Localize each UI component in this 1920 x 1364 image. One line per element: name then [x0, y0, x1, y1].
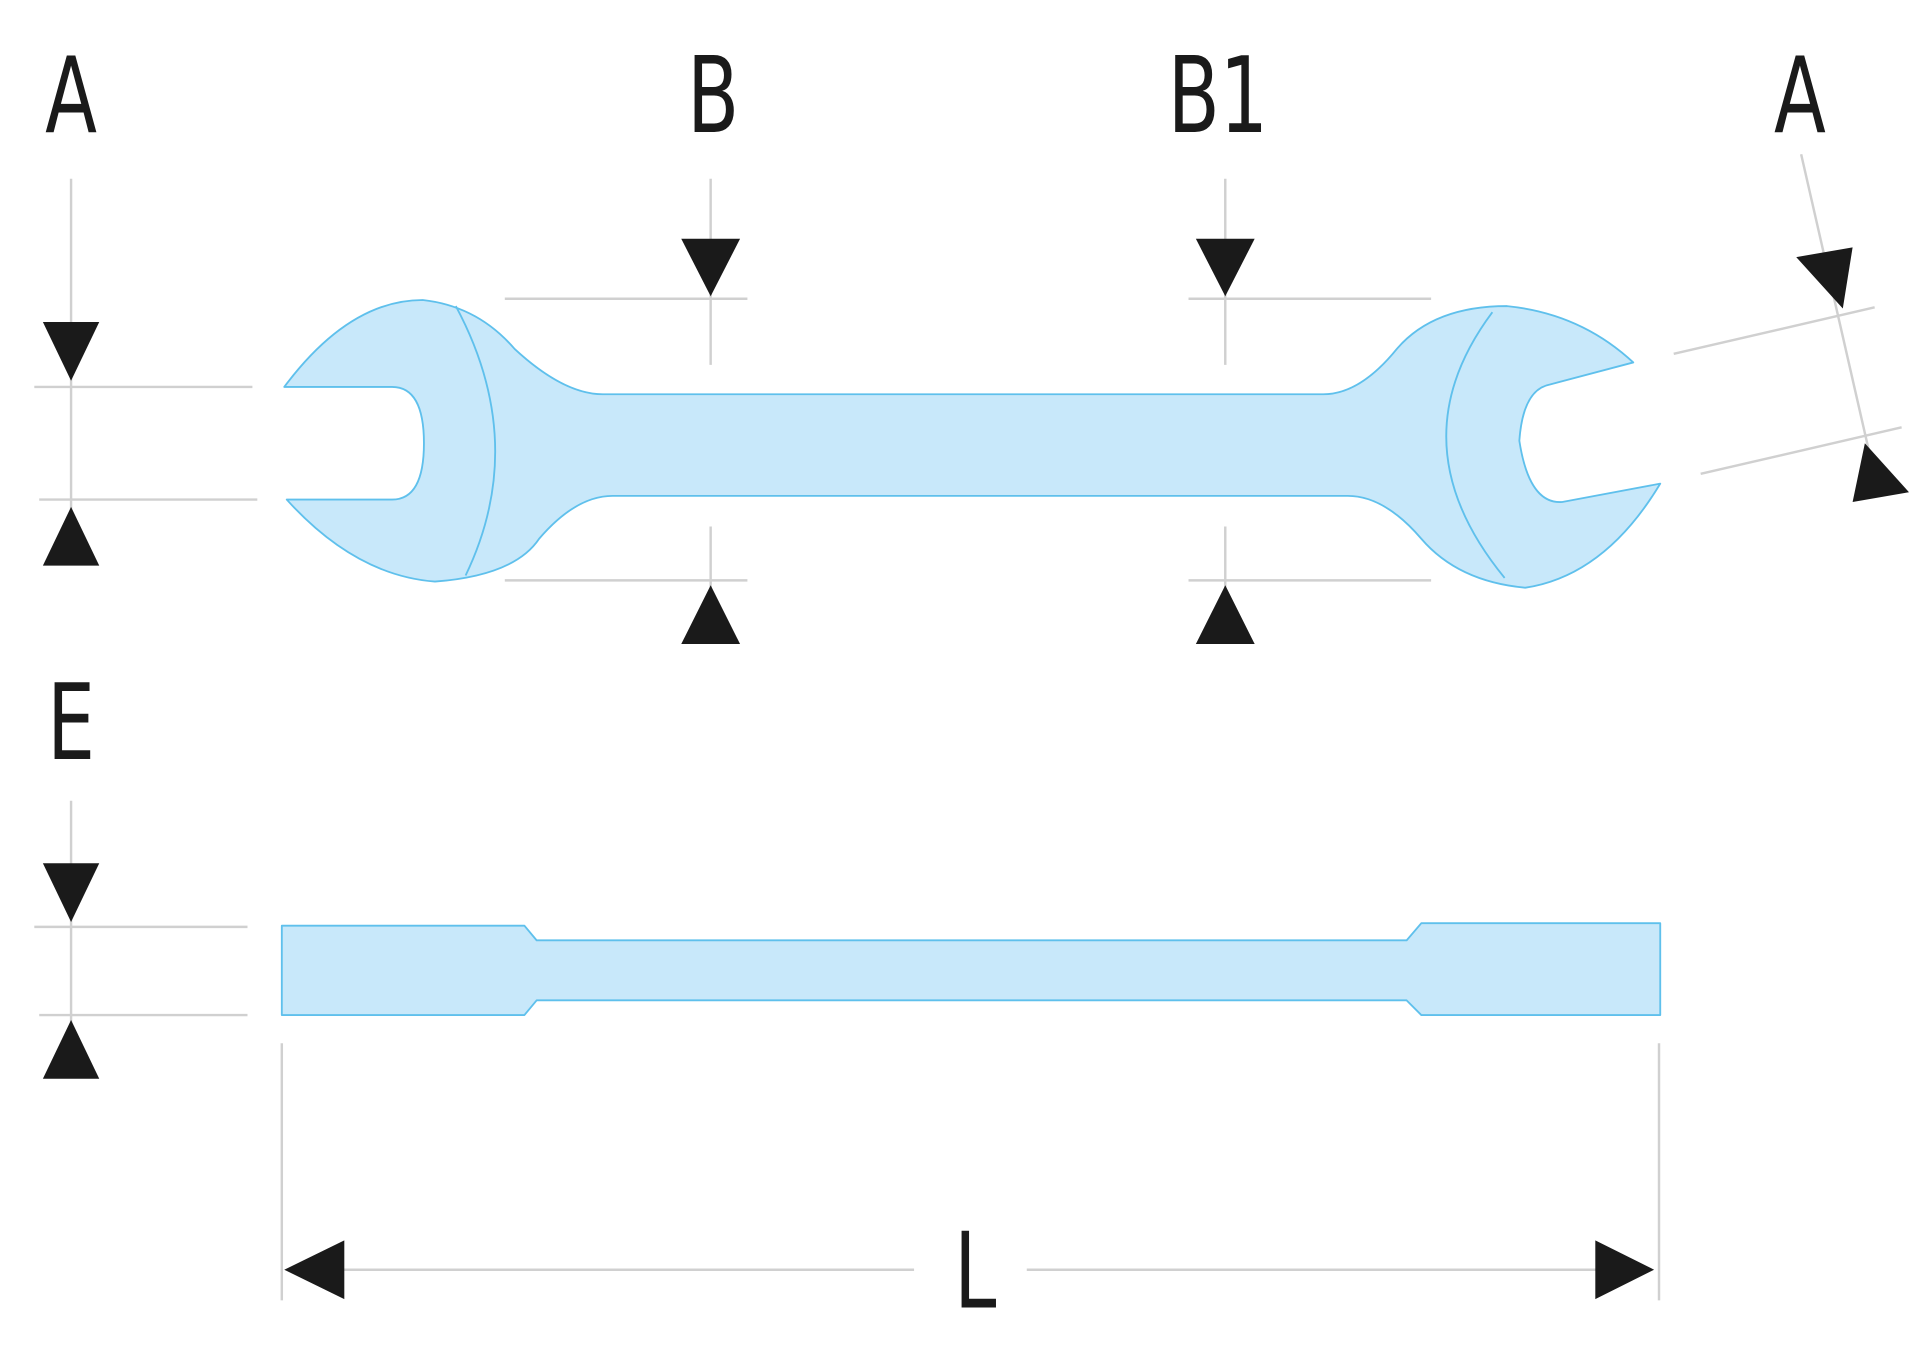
- a-right-extension-top: [1673, 306, 1875, 356]
- arrowheads: [42, 238, 1909, 1300]
- wrench-top-view: [283, 299, 1662, 589]
- wrench-right-head-contour: [1445, 311, 1506, 579]
- a-left-arrow-up-icon: [42, 506, 100, 566]
- dimension-labels: A B B1 A E L: [45, 35, 1826, 1333]
- a-right-dimension-line: [1799, 154, 1874, 466]
- label-a-left: A: [45, 35, 97, 158]
- wrench-top-body: [283, 299, 1662, 589]
- a-right-arrow-down-icon: [1796, 247, 1853, 309]
- label-b: B: [687, 35, 739, 158]
- wrench-left-head-contour: [454, 305, 497, 576]
- a-left-arrow-down-icon: [42, 322, 100, 381]
- extension-lines: [34, 154, 1902, 1301]
- b-arrow-down-icon: [681, 238, 741, 297]
- wrench-side-body: [280, 922, 1662, 1016]
- l-arrow-right-icon: [1595, 1240, 1655, 1300]
- a-right-extension-bottom: [1700, 426, 1902, 476]
- a-right-arrow-up-icon: [1852, 443, 1909, 503]
- label-a-right: A: [1774, 35, 1826, 158]
- wrench-side-view: [280, 922, 1662, 1016]
- label-b1: B1: [1168, 35, 1268, 158]
- e-arrow-up-icon: [42, 1019, 100, 1079]
- label-l: L: [954, 1210, 996, 1333]
- b1-arrow-down-icon: [1195, 238, 1255, 297]
- e-arrow-down-icon: [42, 863, 100, 922]
- label-e: E: [47, 662, 95, 785]
- l-arrow-left-icon: [284, 1240, 345, 1300]
- b-arrow-up-icon: [681, 585, 741, 645]
- b1-arrow-up-icon: [1195, 585, 1255, 645]
